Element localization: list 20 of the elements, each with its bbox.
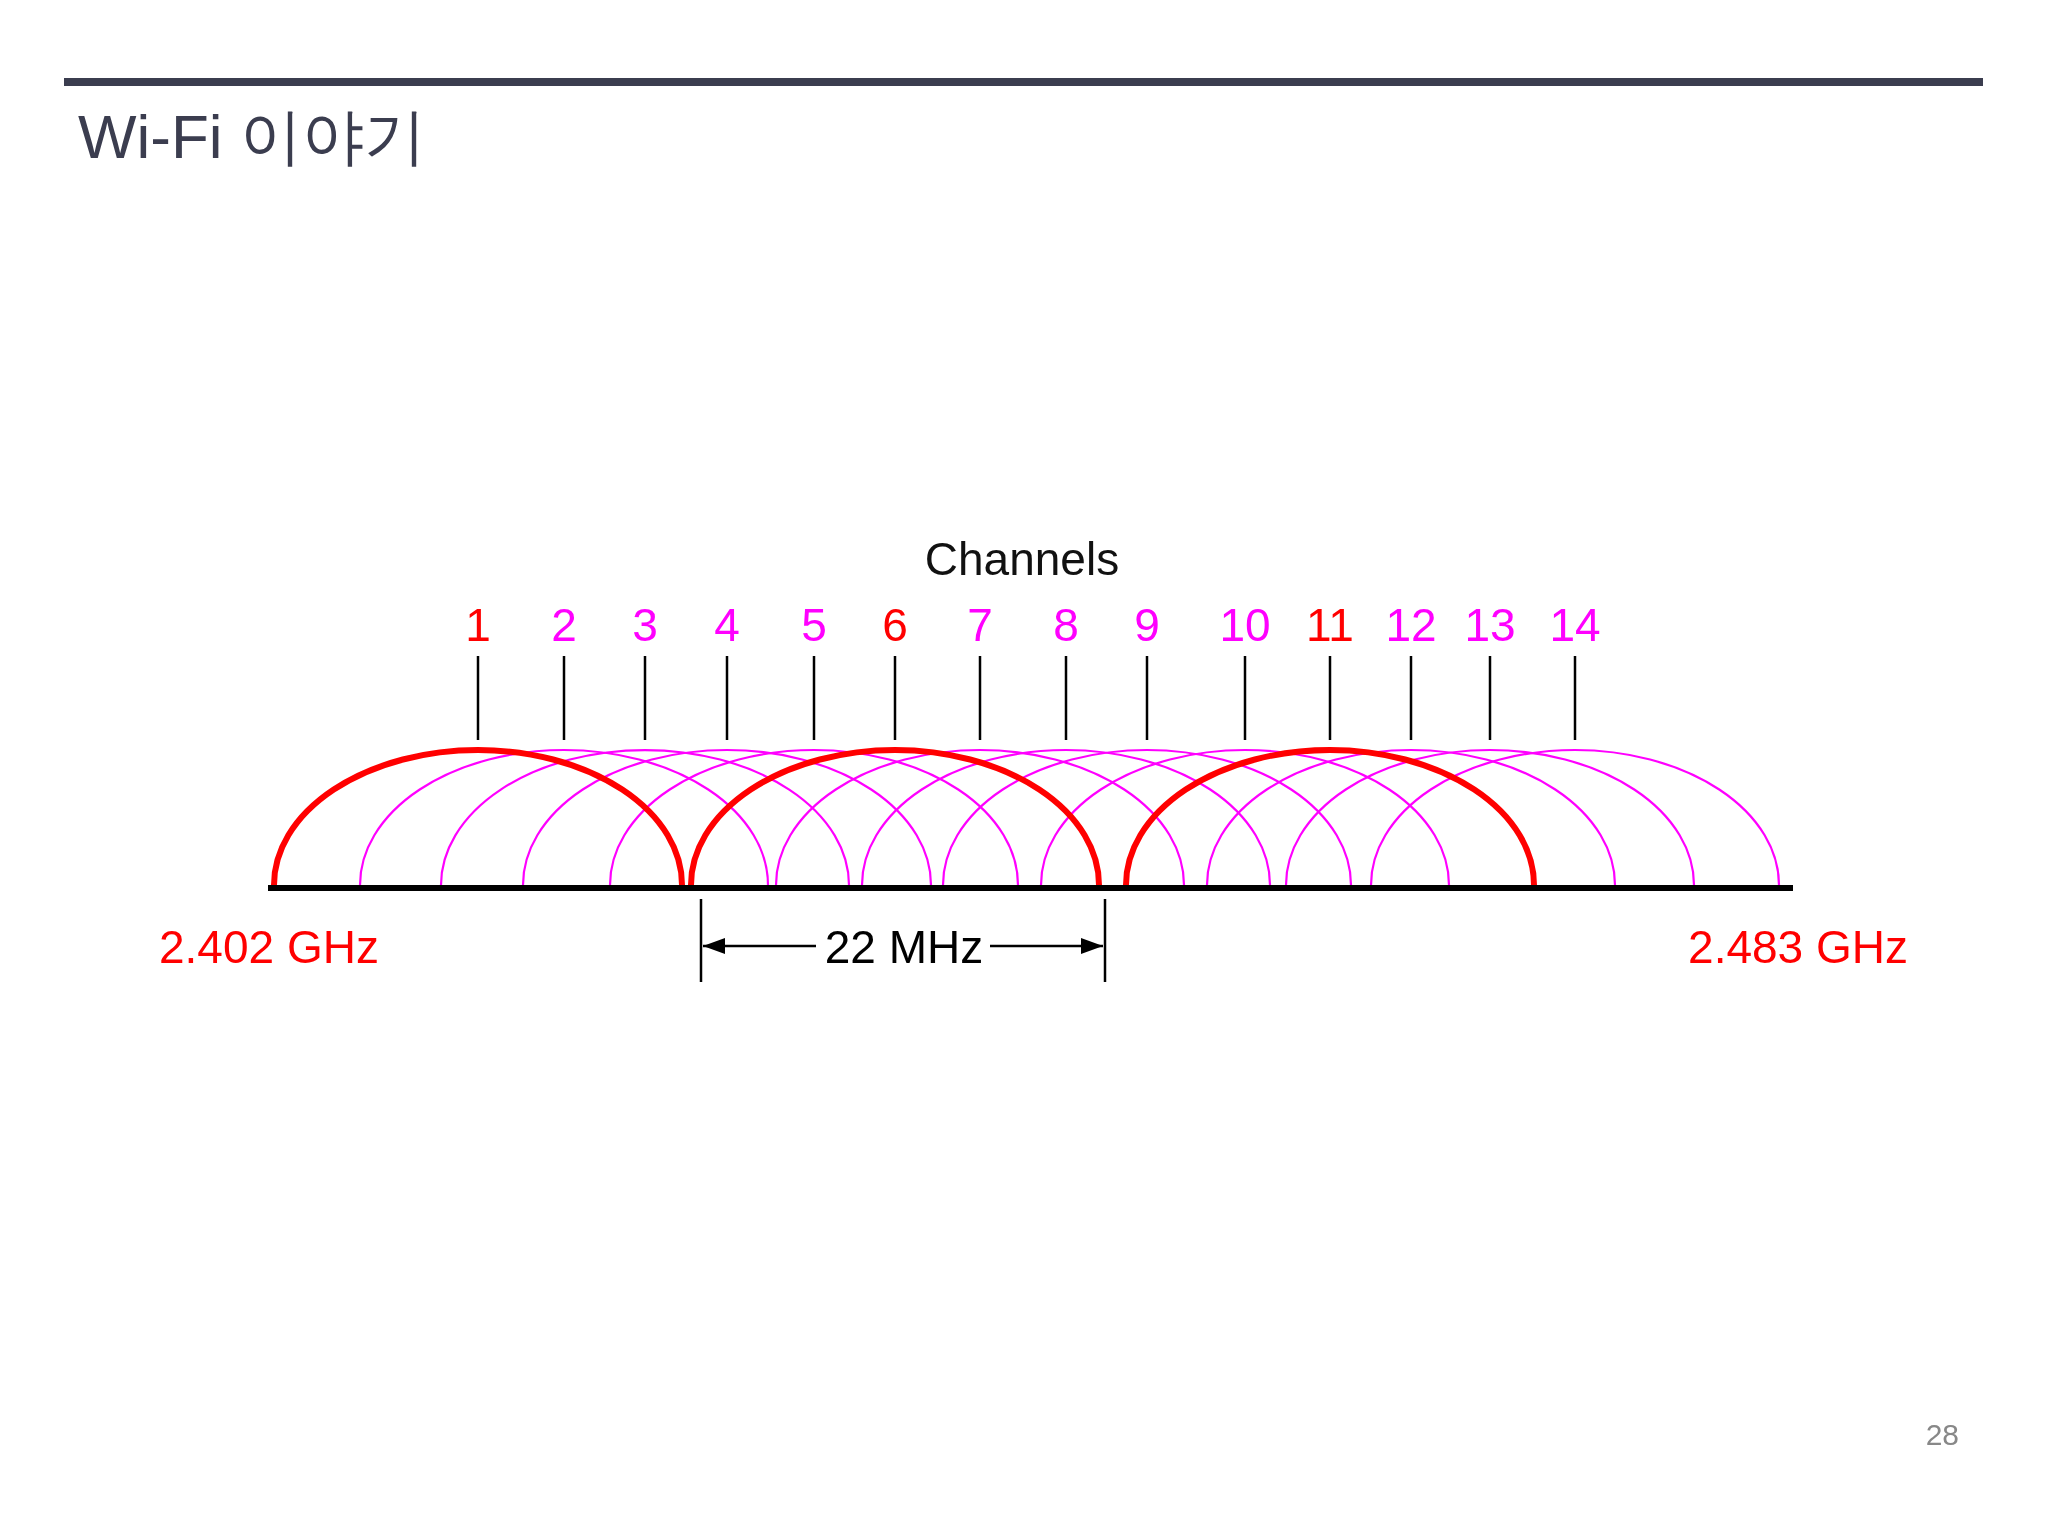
channel-number: 6	[882, 601, 908, 648]
channel-number: 5	[801, 601, 827, 648]
channel-number: 4	[714, 601, 740, 648]
channel-number: 13	[1464, 601, 1516, 648]
bandwidth-label: 22 MHz	[824, 923, 984, 970]
channel-number: 12	[1385, 601, 1437, 648]
channel-number: 8	[1053, 601, 1079, 648]
channel-number: 10	[1219, 601, 1271, 648]
frequency-label: 2.402 GHz	[159, 923, 379, 970]
page-number: 28	[1925, 1419, 1959, 1450]
channel-number: 14	[1549, 601, 1601, 648]
channel-number: 11	[1306, 601, 1354, 648]
axis-heading: Channels	[924, 535, 1120, 582]
channel-number: 3	[632, 601, 658, 648]
channel-number: 2	[551, 601, 577, 648]
channel-number: 7	[967, 601, 993, 648]
frequency-label: 2.483 GHz	[1688, 923, 1908, 970]
slide-title: Wi-Fi 이야기	[78, 106, 426, 168]
channel-number: 9	[1134, 601, 1160, 648]
channel-number: 1	[465, 601, 491, 648]
